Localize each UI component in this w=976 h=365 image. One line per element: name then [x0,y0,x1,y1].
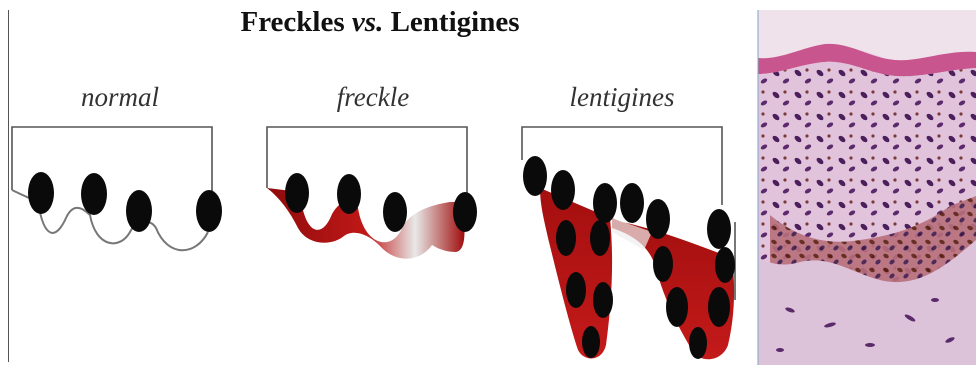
melanocyte [453,192,477,232]
melanocyte [126,190,152,232]
panel-lentigines [522,127,735,359]
melanocyte [551,170,575,210]
melanocyte [653,246,673,282]
melanocyte [666,287,688,327]
melanocyte [556,220,576,256]
melanocyte [593,282,613,318]
panel-normal [12,127,222,250]
panel-freckle [267,127,477,259]
melanocyte [689,327,707,359]
histology-micrograph [758,10,976,365]
melanocyte [285,173,309,213]
melanocyte [81,173,107,215]
melanocyte [715,247,735,283]
melanocyte [523,156,547,196]
melanocyte [590,220,610,256]
melanocyte [708,287,730,327]
melanocyte [566,272,586,308]
melanocyte [582,326,600,358]
melanocyte [593,183,617,223]
melanocyte [383,192,407,232]
melanocyte [337,174,361,214]
melanocyte [620,183,644,223]
melanocyte [707,209,731,249]
melanocyte [646,199,670,239]
melanocyte [28,172,54,214]
melanocyte [196,190,222,232]
